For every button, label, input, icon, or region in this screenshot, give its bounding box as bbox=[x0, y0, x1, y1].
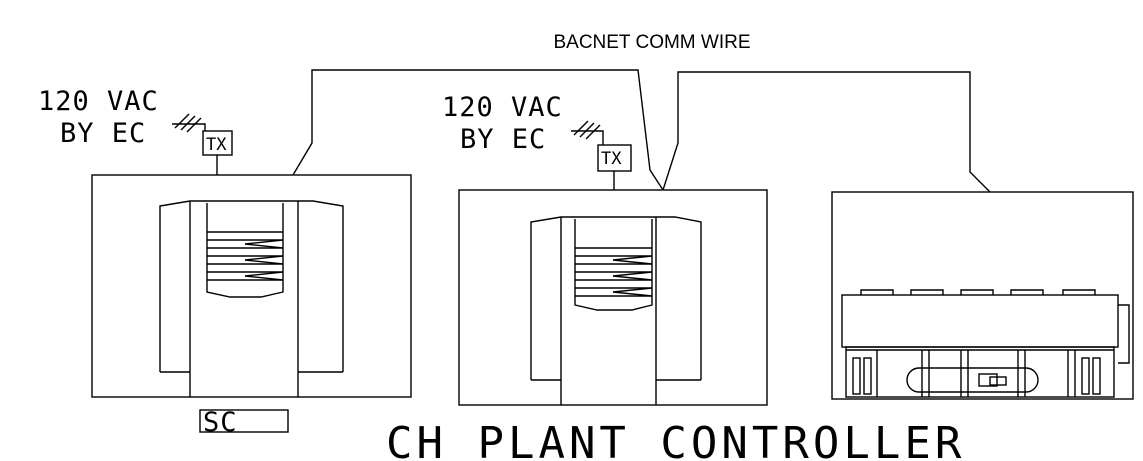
bacnet-wire-label: BACNET COMM WIRE bbox=[553, 32, 750, 53]
controller-mid bbox=[458, 189, 768, 406]
terminal-block-mid bbox=[575, 247, 653, 297]
power-wire-hash-mid bbox=[571, 120, 604, 145]
diagram-title: CH PLANT CONTROLLER bbox=[386, 418, 965, 461]
power-left-line1: 120 VAC bbox=[38, 86, 159, 117]
power-wire-hash-left bbox=[172, 113, 206, 133]
transformer-left-label: TX bbox=[206, 135, 227, 155]
transformer-mid-label: TX bbox=[601, 149, 622, 169]
io-slots bbox=[852, 350, 1101, 397]
bacnet-wire-left bbox=[292, 69, 664, 191]
power-left-line2: BY EC bbox=[60, 118, 146, 149]
controller-left bbox=[91, 174, 412, 398]
sc-label: SC bbox=[203, 407, 238, 438]
bacnet-wire-right bbox=[662, 71, 991, 193]
power-mid-line2: BY EC bbox=[460, 124, 546, 155]
power-mid-line1: 120 VAC bbox=[442, 92, 563, 123]
controller-right bbox=[831, 191, 1134, 400]
io-connectors bbox=[860, 289, 1096, 295]
terminal-block-left bbox=[207, 231, 284, 281]
sc-label-box bbox=[199, 409, 289, 433]
